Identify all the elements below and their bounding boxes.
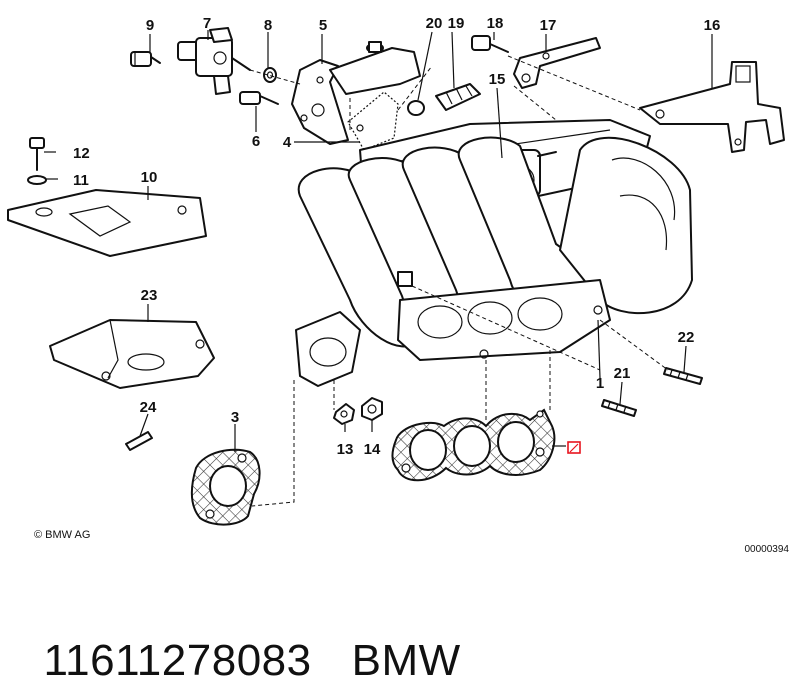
brand-name: BMW — [351, 636, 461, 685]
callout-3: 3 — [231, 409, 239, 426]
callout-24: 24 — [140, 399, 157, 416]
callout-5: 5 — [319, 17, 327, 34]
callout-8: 8 — [264, 17, 272, 34]
alignment-dashes — [249, 55, 669, 507]
part-number: 11611278083 — [43, 636, 312, 685]
exploded-parts-diagram: 9 7 8 5 20 19 18 17 16 15 6 4 12 11 10 2… — [7, 15, 790, 555]
stud-22 — [663, 367, 703, 385]
sensor-19 — [435, 83, 481, 111]
bracket-17 — [513, 37, 601, 89]
callout-22: 22 — [678, 329, 695, 346]
callout-19: 19 — [448, 15, 465, 32]
washer-8 — [263, 67, 277, 83]
intake-manifold-1 — [295, 119, 693, 387]
callout-23: 23 — [141, 287, 158, 304]
callout-16: 16 — [704, 17, 721, 34]
nut-14 — [361, 397, 383, 421]
callout-1: 1 — [596, 375, 604, 392]
callout-11: 11 — [73, 172, 89, 189]
stud-21 — [601, 399, 637, 417]
callout-7: 7 — [203, 15, 211, 32]
callout-15: 15 — [489, 71, 506, 88]
throttle-gasket-3 — [190, 448, 261, 526]
bolt-18 — [471, 35, 509, 53]
callout-21: 21 — [614, 365, 631, 382]
callout-20: 20 — [426, 15, 443, 32]
highlight-marker — [567, 441, 581, 454]
callout-14: 14 — [364, 441, 381, 458]
callout-12: 12 — [73, 145, 90, 162]
callout-4: 4 — [283, 134, 292, 151]
callout-9: 9 — [146, 17, 154, 34]
drawing-number: 00000394 — [745, 544, 790, 555]
callout-18: 18 — [487, 15, 504, 32]
gasket-4 — [347, 91, 399, 151]
part-caption: 11611278083 BMW — [18, 586, 461, 686]
bolt-6 — [239, 91, 279, 105]
washer-11 — [27, 175, 47, 185]
copyright-notice: © BMW AG — [34, 529, 90, 541]
bolt-9 — [130, 51, 161, 67]
pin-24 — [125, 431, 153, 451]
callout-13: 13 — [337, 441, 354, 458]
cap-20 — [407, 100, 425, 116]
callout-10: 10 — [141, 169, 158, 186]
bracket-16 — [639, 61, 785, 153]
leader-lines — [44, 30, 713, 452]
water-flange-5 — [291, 41, 421, 145]
bolt-12 — [29, 137, 45, 171]
callout-17: 17 — [540, 17, 557, 34]
nut-13 — [333, 403, 355, 425]
bracket-23 — [49, 319, 215, 389]
manifold-gasket — [391, 408, 556, 482]
callout-6: 6 — [252, 133, 260, 150]
bracket-10 — [7, 189, 207, 257]
idle-valve-7 — [177, 27, 251, 95]
